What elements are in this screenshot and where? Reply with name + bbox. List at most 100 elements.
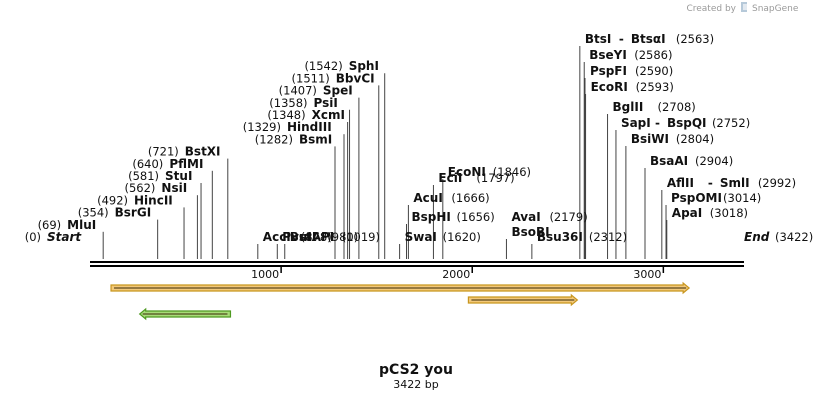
site-label[interactable]: (69) MluI bbox=[38, 218, 97, 232]
enzyme-name: SpeI bbox=[323, 84, 353, 98]
site-label[interactable]: (581)StuI bbox=[128, 169, 192, 183]
site-label[interactable]: BseYI (2586) bbox=[589, 48, 672, 62]
name-separator: - bbox=[708, 176, 713, 190]
site-position: (2804) bbox=[676, 132, 714, 146]
site-position: (2708) bbox=[658, 100, 696, 114]
site-position: (1348) bbox=[267, 108, 305, 122]
site-label[interactable]: (721) BstXI bbox=[148, 145, 221, 159]
enzyme-name: NsiI bbox=[161, 181, 187, 195]
site-position: (980) bbox=[327, 230, 358, 244]
site-label[interactable]: (1348) XcmI bbox=[267, 108, 345, 122]
site-position: (1542) bbox=[304, 59, 342, 73]
enzyme-name: EciI bbox=[438, 171, 462, 185]
enzyme-name: XcmI bbox=[312, 108, 345, 122]
site-position: (2593) bbox=[636, 80, 674, 94]
site-position: (1666) bbox=[451, 191, 489, 205]
watermark-prefix: Created by bbox=[686, 4, 736, 14]
site-position: (1620) bbox=[443, 230, 481, 244]
site-label[interactable]: (1329)HindIII bbox=[243, 120, 332, 134]
site-label[interactable]: EciI(1797) bbox=[438, 171, 514, 185]
enzyme-name: BseYI bbox=[589, 48, 627, 62]
site-label[interactable]: (1542)SphI bbox=[304, 59, 379, 73]
site-label[interactable]: (640)PflMI bbox=[132, 157, 203, 171]
enzyme-name: HincII bbox=[134, 193, 173, 207]
site-label[interactable]: BsiWI (2804) bbox=[631, 132, 714, 146]
site-label[interactable]: BglII(2708) bbox=[613, 100, 696, 114]
enzyme-name: MluI bbox=[67, 218, 96, 232]
enzyme-name: BbvCI bbox=[336, 71, 375, 85]
enzyme-name: AcuI bbox=[413, 191, 442, 205]
site-label[interactable]: SwaI(1620) bbox=[405, 230, 481, 244]
site-label[interactable]: SapI-BspQI(2752) bbox=[621, 116, 750, 130]
site-label[interactable]: (492)HincII bbox=[97, 193, 173, 207]
site-label[interactable]: (1511)BbvCI bbox=[292, 71, 375, 85]
site-label[interactable]: End(3422) bbox=[744, 230, 813, 244]
site-label[interactable]: PspFI (2590) bbox=[590, 64, 673, 78]
enzyme-name: BspQI bbox=[667, 116, 707, 130]
site-position: (721) bbox=[148, 145, 179, 159]
site-label[interactable]: ApaI (3018) bbox=[672, 206, 748, 220]
features bbox=[110, 281, 691, 321]
site-label[interactable]: EcoRI(2593) bbox=[591, 80, 674, 94]
site-label[interactable]: (354) BsrGI bbox=[78, 206, 151, 220]
site-label[interactable]: (1407) SpeI bbox=[279, 84, 353, 98]
enzyme-name: BstXI bbox=[185, 145, 221, 159]
enzyme-name: HindIII bbox=[287, 120, 332, 134]
site-label[interactable]: BstAPI (1019) bbox=[290, 230, 380, 244]
enzyme-name: AvaI bbox=[511, 210, 540, 224]
site-position: (562) bbox=[124, 181, 155, 195]
site-position: (1019) bbox=[342, 230, 380, 244]
site-position: (69) bbox=[38, 218, 62, 232]
enzyme-name: Bsu36I bbox=[537, 230, 583, 244]
enzyme-name: BtsI bbox=[585, 32, 612, 46]
name-separator: - bbox=[655, 116, 660, 130]
site-label[interactable]: AflII-SmlI(2992) bbox=[667, 176, 796, 190]
site-position: (1407) bbox=[279, 84, 317, 98]
enzyme-name: PvuII bbox=[282, 230, 316, 244]
enzyme-name: BstAPI bbox=[290, 230, 335, 244]
enzyme-name: BspHI bbox=[411, 210, 450, 224]
plasmid-size: 3422 bp bbox=[393, 378, 438, 391]
site-label[interactable]: AccI(878) bbox=[263, 230, 332, 244]
enzyme-name: BsmI bbox=[299, 132, 332, 146]
site-position: (2904) bbox=[695, 154, 733, 168]
enzyme-name: BsrGI bbox=[115, 206, 152, 220]
site-label[interactable]: (1282)BsmI bbox=[255, 132, 333, 146]
site-label[interactable]: PvuII (980) bbox=[282, 230, 358, 244]
enzyme-name: BsaAI bbox=[650, 154, 688, 168]
site-label[interactable]: BspHI(1656) bbox=[411, 210, 494, 224]
enzyme-name: PspFI bbox=[590, 64, 627, 78]
watermark-brand: SnapGene bbox=[752, 4, 799, 14]
enzyme-name: BtsαI bbox=[631, 32, 666, 46]
enzyme-name: AflII bbox=[667, 176, 694, 190]
enzyme-name: ApaI bbox=[672, 206, 702, 220]
enzyme-name: PflMI bbox=[169, 157, 203, 171]
enzyme-name: StuI bbox=[165, 169, 192, 183]
snapgene-watermark: Created by SnapGene bbox=[686, 2, 799, 14]
site-label[interactable]: BsaAI (2904) bbox=[650, 154, 733, 168]
site-position: (2586) bbox=[634, 48, 672, 62]
site-label[interactable]: (0)Start bbox=[25, 230, 83, 244]
snapgene-logo-icon bbox=[741, 2, 749, 12]
site-position: (3422) bbox=[775, 230, 813, 244]
site-label[interactable]: (1358)PsiI bbox=[269, 96, 338, 110]
site-label[interactable]: AcuI (1666) bbox=[413, 191, 489, 205]
site-label[interactable]: Bsu36I(2312) bbox=[537, 230, 627, 244]
site-position: (3018) bbox=[710, 206, 748, 220]
site-leader-lines bbox=[102, 46, 668, 259]
site-position: (1846) bbox=[493, 165, 531, 179]
enzyme-name: PspOMI bbox=[671, 191, 722, 205]
scale-tick-label: 3000 bbox=[633, 268, 661, 281]
site-label[interactable]: BtsI-BtsαI(2563) bbox=[585, 32, 714, 46]
site-position: (878) bbox=[301, 230, 332, 244]
site-label[interactable]: EcoNI(1846) bbox=[448, 165, 531, 179]
site-position: (2590) bbox=[635, 64, 673, 78]
site-position: (2752) bbox=[712, 116, 750, 130]
site-position: (354) bbox=[78, 206, 109, 220]
enzyme-name: BsiWI bbox=[631, 132, 669, 146]
site-label[interactable]: (562) NsiI bbox=[124, 181, 187, 195]
site-label[interactable]: PspOMI(3014) bbox=[671, 191, 761, 205]
